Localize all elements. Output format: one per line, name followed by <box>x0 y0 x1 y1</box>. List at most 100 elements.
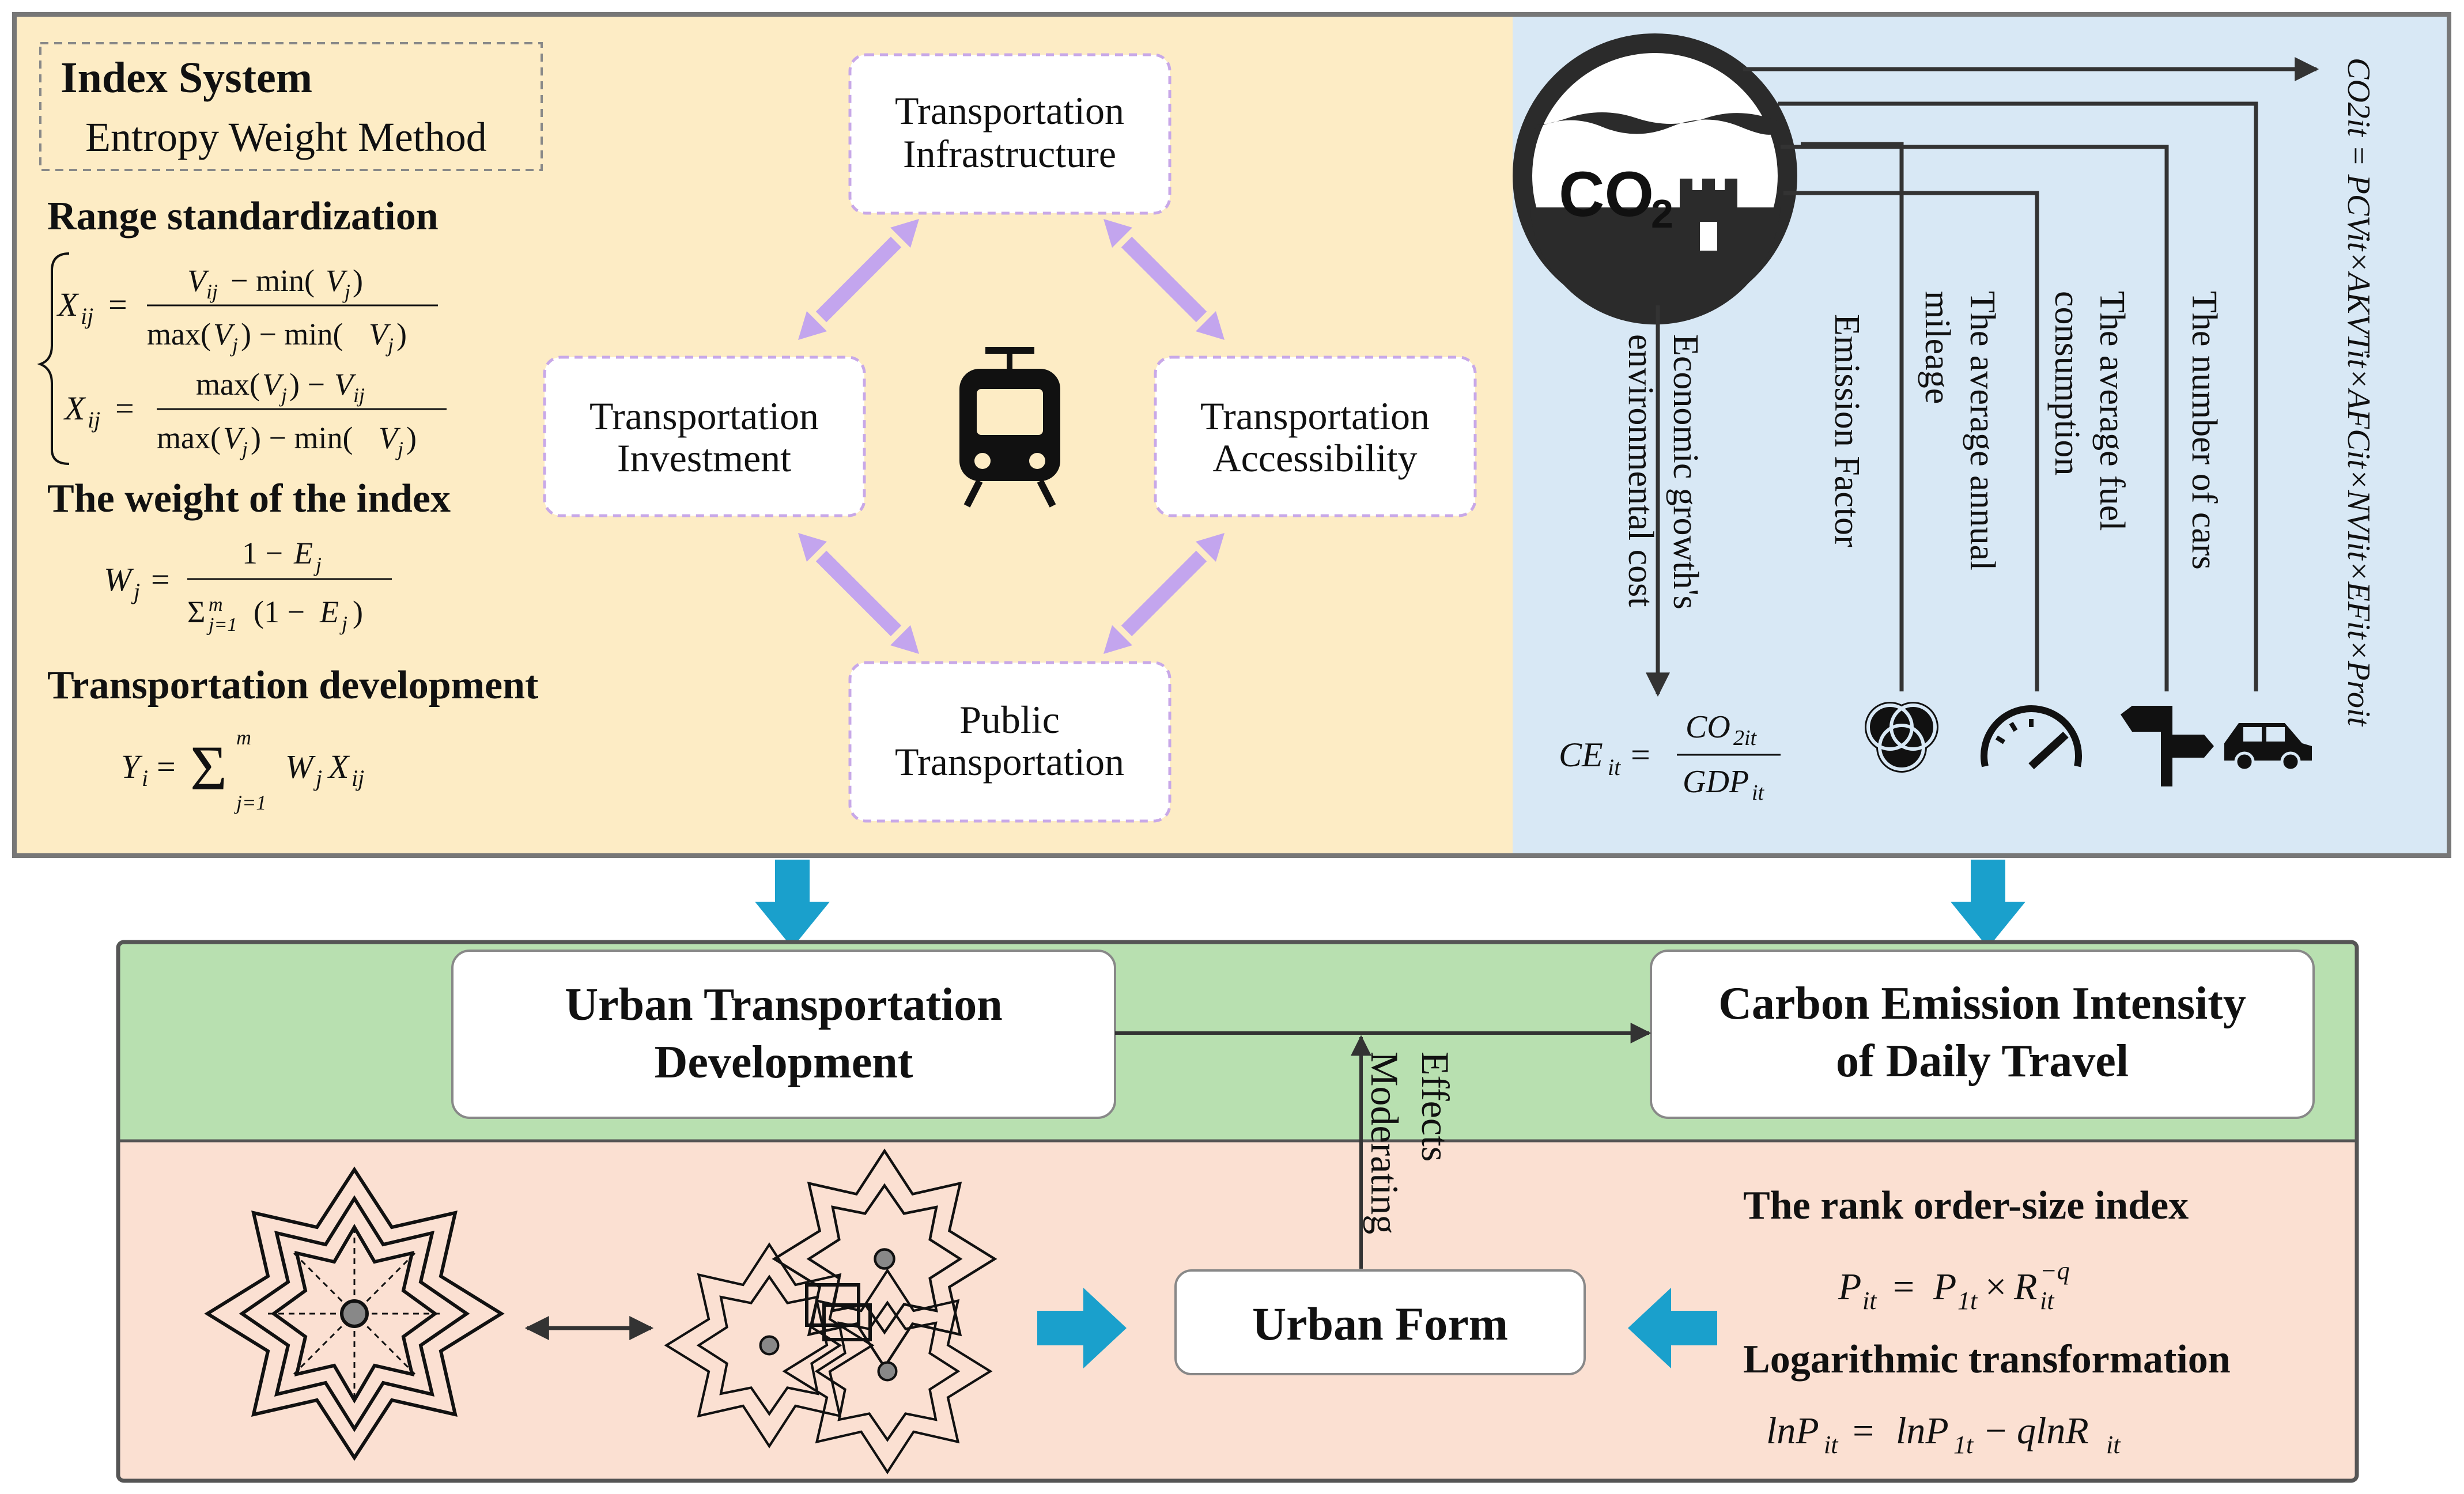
svg-text:) − min(: ) − min( <box>251 421 353 455</box>
svg-text:V: V <box>187 263 210 298</box>
index-system-title: Index System <box>61 54 312 102</box>
svg-text:Emission Factor: Emission Factor <box>1827 314 1866 547</box>
svg-text:The number of cars: The number of cars <box>2185 291 2224 570</box>
svg-text:j: j <box>279 384 287 407</box>
svg-text:1 −: 1 − <box>242 536 283 570</box>
svg-text:j=1: j=1 <box>206 614 237 636</box>
svg-text:lnP: lnP <box>1896 1410 1949 1452</box>
entropy-weight-method: Entropy Weight Method <box>85 114 487 160</box>
log-formula: lnP it = lnP 1t − qlnR it <box>1766 1410 2121 1459</box>
svg-text:CO: CO <box>1686 709 1730 745</box>
svg-text:of Daily Travel: of Daily Travel <box>1836 1036 2129 1087</box>
svg-text:Public: Public <box>959 698 1060 742</box>
svg-text:j: j <box>339 612 347 635</box>
svg-text:) −: ) − <box>289 367 325 402</box>
node-accessibility: Transportation Accessibility <box>1154 355 1477 517</box>
node-investment: Transportation Investment <box>543 355 866 517</box>
svg-text:CE: CE <box>1559 736 1603 774</box>
svg-text:): ) <box>353 595 363 629</box>
svg-text:j: j <box>313 765 322 791</box>
svg-text:j: j <box>313 553 322 576</box>
emission-factor-icon <box>1865 702 1938 773</box>
svg-text:): ) <box>353 263 363 298</box>
ce-formula: CE it = CO 2it GDP it <box>1559 709 1781 805</box>
formula-development: Y i = Σ m j=1 W j X ij <box>121 726 364 814</box>
signpost-icon <box>2121 706 2214 786</box>
label-fuel-consumption: The average fuel consumption <box>2047 291 2132 531</box>
tram-icon <box>959 347 1060 508</box>
svg-text:V: V <box>213 317 236 351</box>
svg-text:ij: ij <box>353 384 365 407</box>
cyan-arrow-from-index <box>1628 1288 1717 1368</box>
svg-text:=: = <box>108 286 127 323</box>
polycentric-city-icon <box>664 1148 997 1474</box>
svg-text:j: j <box>131 578 140 604</box>
svg-text:it: it <box>1824 1431 1839 1459</box>
svg-text:j: j <box>230 334 238 357</box>
svg-text:Development: Development <box>655 1037 913 1088</box>
cyan-arrow-left <box>755 860 830 948</box>
svg-text:Y: Y <box>121 748 143 785</box>
svg-text:V: V <box>369 317 391 351</box>
svg-text:Accessibility: Accessibility <box>1212 436 1417 480</box>
svg-text:2it: 2it <box>1733 726 1758 750</box>
weight-title: The weight of the index <box>47 476 451 521</box>
svg-text:Transportation: Transportation <box>1200 394 1430 438</box>
svg-text:ij: ij <box>81 303 93 329</box>
svg-text:Σ: Σ <box>187 595 205 629</box>
svg-text:E: E <box>319 595 339 629</box>
development-title: Transportation development <box>47 663 538 708</box>
svg-text:it: it <box>1862 1287 1877 1315</box>
svg-text:Economic growth's: Economic growth's <box>1666 334 1705 610</box>
svg-text:mileage: mileage <box>1918 291 1957 404</box>
svg-text:V: V <box>326 263 348 298</box>
co2-label: CO <box>1559 159 1654 230</box>
bottom-panel-border <box>116 940 2359 1483</box>
svg-text:−: − <box>1985 1410 2006 1452</box>
svg-text:max(: max( <box>157 421 221 455</box>
svg-text:1t: 1t <box>1953 1431 1974 1459</box>
svg-text:j: j <box>386 334 394 357</box>
label-emission-factor: Emission Factor <box>1827 314 1866 547</box>
svg-text:=: = <box>1631 736 1650 774</box>
svg-text:Investment: Investment <box>617 436 791 480</box>
svg-text:): ) <box>406 421 417 455</box>
svg-text:The average fuel: The average fuel <box>2092 291 2132 531</box>
svg-text:i: i <box>142 765 148 791</box>
svg-text:Effects: Effects <box>1414 1052 1457 1162</box>
formula-x-negative: X ij = max( V j ) − V ij max( V j ) − mi… <box>63 367 447 460</box>
monocentric-city-icon <box>204 1166 505 1461</box>
co2-jar-icon: CO 2 <box>1513 33 1797 325</box>
purple-arrow-bottom-right <box>1103 533 1225 654</box>
svg-text:V: V <box>334 367 357 402</box>
svg-text:X: X <box>327 748 350 785</box>
svg-text:X: X <box>63 389 86 427</box>
formula-weight: W j = 1 − E j Σ m j=1 (1 − E j ) <box>104 536 392 636</box>
svg-text:ij: ij <box>352 765 364 791</box>
svg-text:V: V <box>262 367 285 402</box>
svg-text:Transportation: Transportation <box>895 740 1124 784</box>
log-transform-title: Logarithmic transformation <box>1743 1337 2231 1382</box>
svg-text:=: = <box>151 561 170 598</box>
svg-text:j: j <box>395 437 403 460</box>
purple-arrow-bottom-left <box>798 533 919 654</box>
node-public-transportation: Public Transportation <box>848 661 1171 823</box>
svg-text:=: = <box>115 389 134 427</box>
svg-text:P: P <box>1838 1266 1861 1308</box>
svg-text:) − min(: ) − min( <box>241 317 343 351</box>
top-panel-border <box>12 12 2451 858</box>
svg-text:j: j <box>240 437 248 460</box>
label-economic-growth: Economic growth's environmental cost <box>1621 334 1705 610</box>
svg-text:qlnR: qlnR <box>2017 1410 2089 1452</box>
svg-text:it: it <box>2106 1431 2121 1459</box>
svg-text:m: m <box>209 594 223 615</box>
svg-text:Infrastructure: Infrastructure <box>903 132 1116 176</box>
svg-text:=: = <box>1893 1266 1914 1308</box>
svg-text:Transportation: Transportation <box>895 89 1124 133</box>
brace <box>37 252 70 465</box>
urban-transportation-box: Urban Transportation Development <box>451 950 1116 1119</box>
svg-text:− min(: − min( <box>230 263 315 298</box>
formula-x-positive: X ij = V ij − min( V j ) max( V j ) − mi… <box>56 263 438 357</box>
svg-text:The average annual: The average annual <box>1963 291 2002 570</box>
